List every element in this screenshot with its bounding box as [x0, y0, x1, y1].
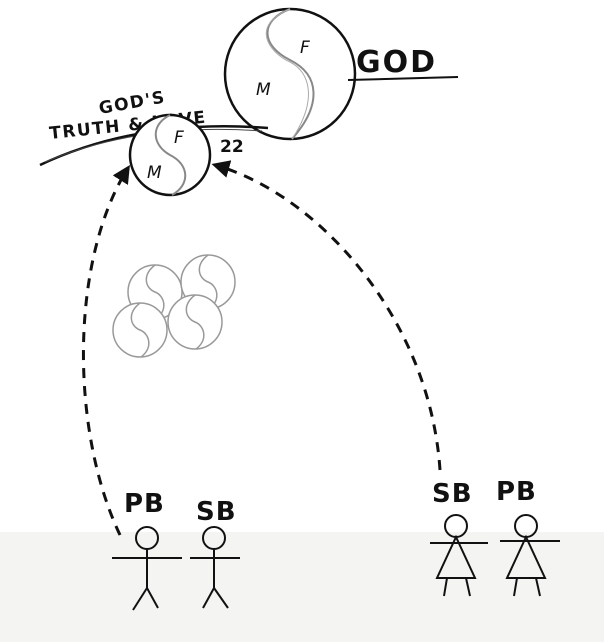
left-dashed-arrow [82, 164, 130, 536]
god-underline [347, 76, 459, 81]
god-circle: F M [223, 7, 357, 141]
left-figure-label-1: PB [124, 489, 165, 519]
right-dashed-arrow [211, 160, 442, 471]
god-letter-m: M [256, 80, 271, 100]
union-letter-f: F [174, 128, 184, 148]
stick-figure-male-right [190, 526, 240, 609]
stick-figure-female-right [500, 514, 560, 597]
stick-figure-female-left [430, 514, 488, 597]
stick-figure-male-left [112, 526, 182, 611]
yin-yang-cluster [112, 254, 236, 358]
union-letter-m: M [147, 163, 162, 183]
god-letter-f: F [300, 38, 310, 58]
right-figure-label-2: PB [496, 477, 537, 507]
right-figure-label-1: SB [432, 479, 473, 509]
god-label: GOD [356, 45, 437, 80]
union-circle: F M [128, 113, 212, 197]
union-number: 22 [220, 137, 244, 157]
left-figure-label-2: SB [196, 497, 237, 527]
ground-band [0, 532, 604, 642]
